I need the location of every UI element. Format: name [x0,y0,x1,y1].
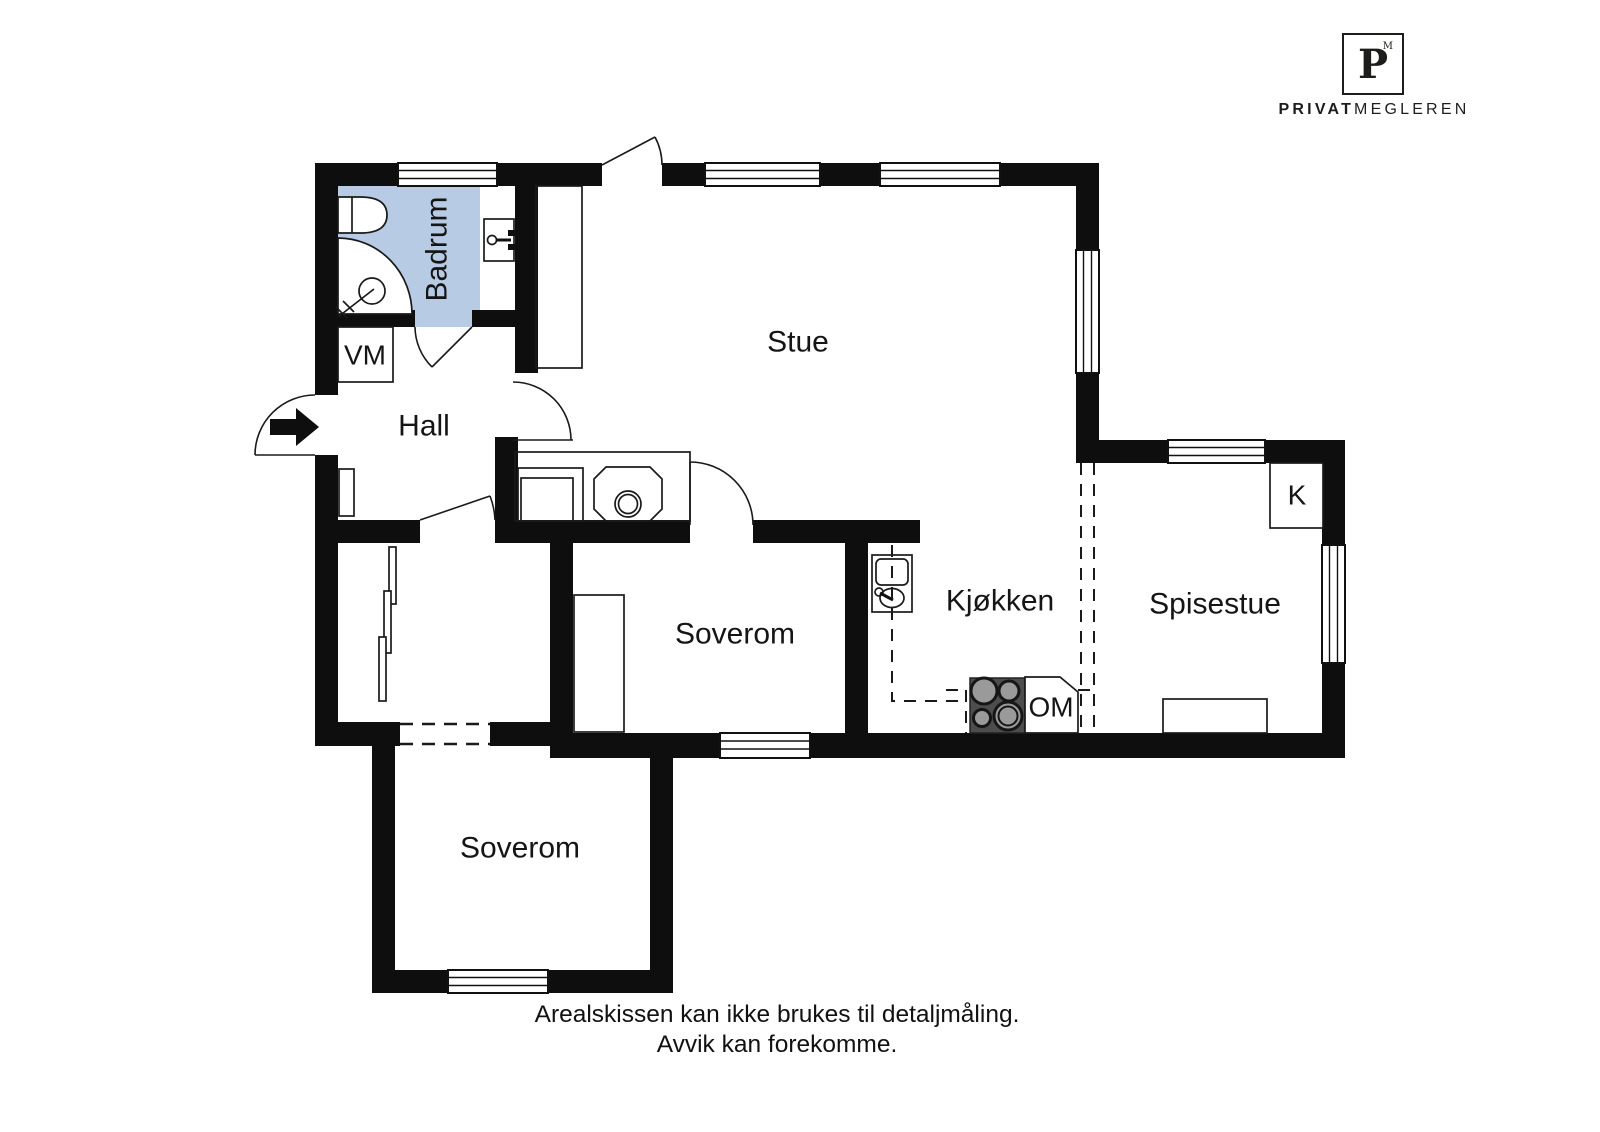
wall [315,163,338,395]
wall [497,163,602,186]
badrum-door [414,326,473,368]
window-soverom-mid [719,732,811,759]
window-stue-right [1075,249,1100,374]
label-kjokken: Kjøkken [946,585,1054,618]
wall [495,437,518,520]
hall-cabinet [338,468,355,517]
wall [315,722,400,746]
open-passage-dashed [400,722,490,746]
shower-icon [335,237,413,319]
kitchen-dining-divider-dashed [1080,463,1095,733]
fixtures [335,185,1324,734]
label-om: OM [1028,692,1073,723]
room-labels: Badrum VM Hall Stue Kjøkken Spisestue So… [344,196,1307,864]
washing-machine-box [337,326,394,383]
label-spisestue: Spisestue [1149,588,1281,621]
disclaimer-line-1: Arealskissen kan ikke brukes til detaljm… [534,1001,1020,1028]
wall [515,186,538,327]
soverom-door [689,461,754,526]
wardrobe [573,594,625,733]
label-stue: Stue [767,326,829,359]
disclaimer-text: Arealskissen kan ikke brukes til detaljm… [535,1000,1020,1060]
wall [515,327,538,373]
window-spisestue-right [1321,544,1346,664]
windows [397,162,1346,994]
wall [550,733,720,758]
wall [845,543,868,733]
window-stue-top-1 [704,162,821,187]
dining-sideboard [1162,698,1268,734]
bathroom-floor-door-gap [415,310,472,327]
wall [1099,440,1168,463]
wall [662,163,705,186]
label-hall: Hall [398,410,450,443]
wall [550,543,573,758]
wall [1076,186,1099,250]
logo-p-letter: P [1357,41,1389,88]
wall [810,733,1345,758]
hall-stue-door [512,381,573,441]
wall [650,733,673,993]
label-vm: VM [344,340,386,371]
wall [490,722,573,746]
wall [372,746,395,993]
oven-box [1024,676,1079,734]
brand-name-light: MEGLEREN [1354,101,1470,118]
wall [372,970,448,993]
brand-name: PRIVATMEGLEREN [1279,101,1470,119]
label-badrum: Badrum [421,196,454,301]
fridge-box [1269,462,1324,529]
privatmegleren-logo: P M [1342,33,1404,95]
window-spisestue-top [1167,439,1266,464]
stue-closet-shaft [535,185,583,369]
entrance-arrow-icon [270,408,319,446]
hall-closet-door [419,495,496,521]
window-soverom-bottom [447,969,549,994]
walls [315,163,1345,993]
disclaimer-line-2: Avvik kan forekomme. [656,1031,898,1058]
doors [254,136,1095,746]
wall [753,520,920,543]
kitchen-sink-icon [871,554,913,613]
balcony-door [601,136,663,166]
label-soverom-bottom: Soverom [460,832,580,865]
wall [1322,440,1345,545]
wall [1076,373,1099,463]
wall [1000,163,1099,186]
wall [548,970,673,993]
label-soverom-mid: Soverom [675,618,795,651]
wall [315,455,338,746]
window-badrum [397,162,498,187]
window-stue-top-2 [879,162,1001,187]
wall [472,310,538,327]
brand-name-bold: PRIVAT [1278,101,1355,118]
wall [315,520,420,543]
bathroom-sink-icon [483,218,515,262]
stove-icon [969,676,1026,734]
kitchen-counter-dashed [891,545,1097,733]
wall [495,520,690,543]
sliding-doors-icon [378,546,397,702]
entrance-door [254,394,319,456]
wall [820,163,880,186]
logo-trademark-m: M [1382,41,1393,52]
fireplace-icon [514,451,691,522]
toilet-icon [337,196,388,234]
label-k: K [1288,480,1307,511]
